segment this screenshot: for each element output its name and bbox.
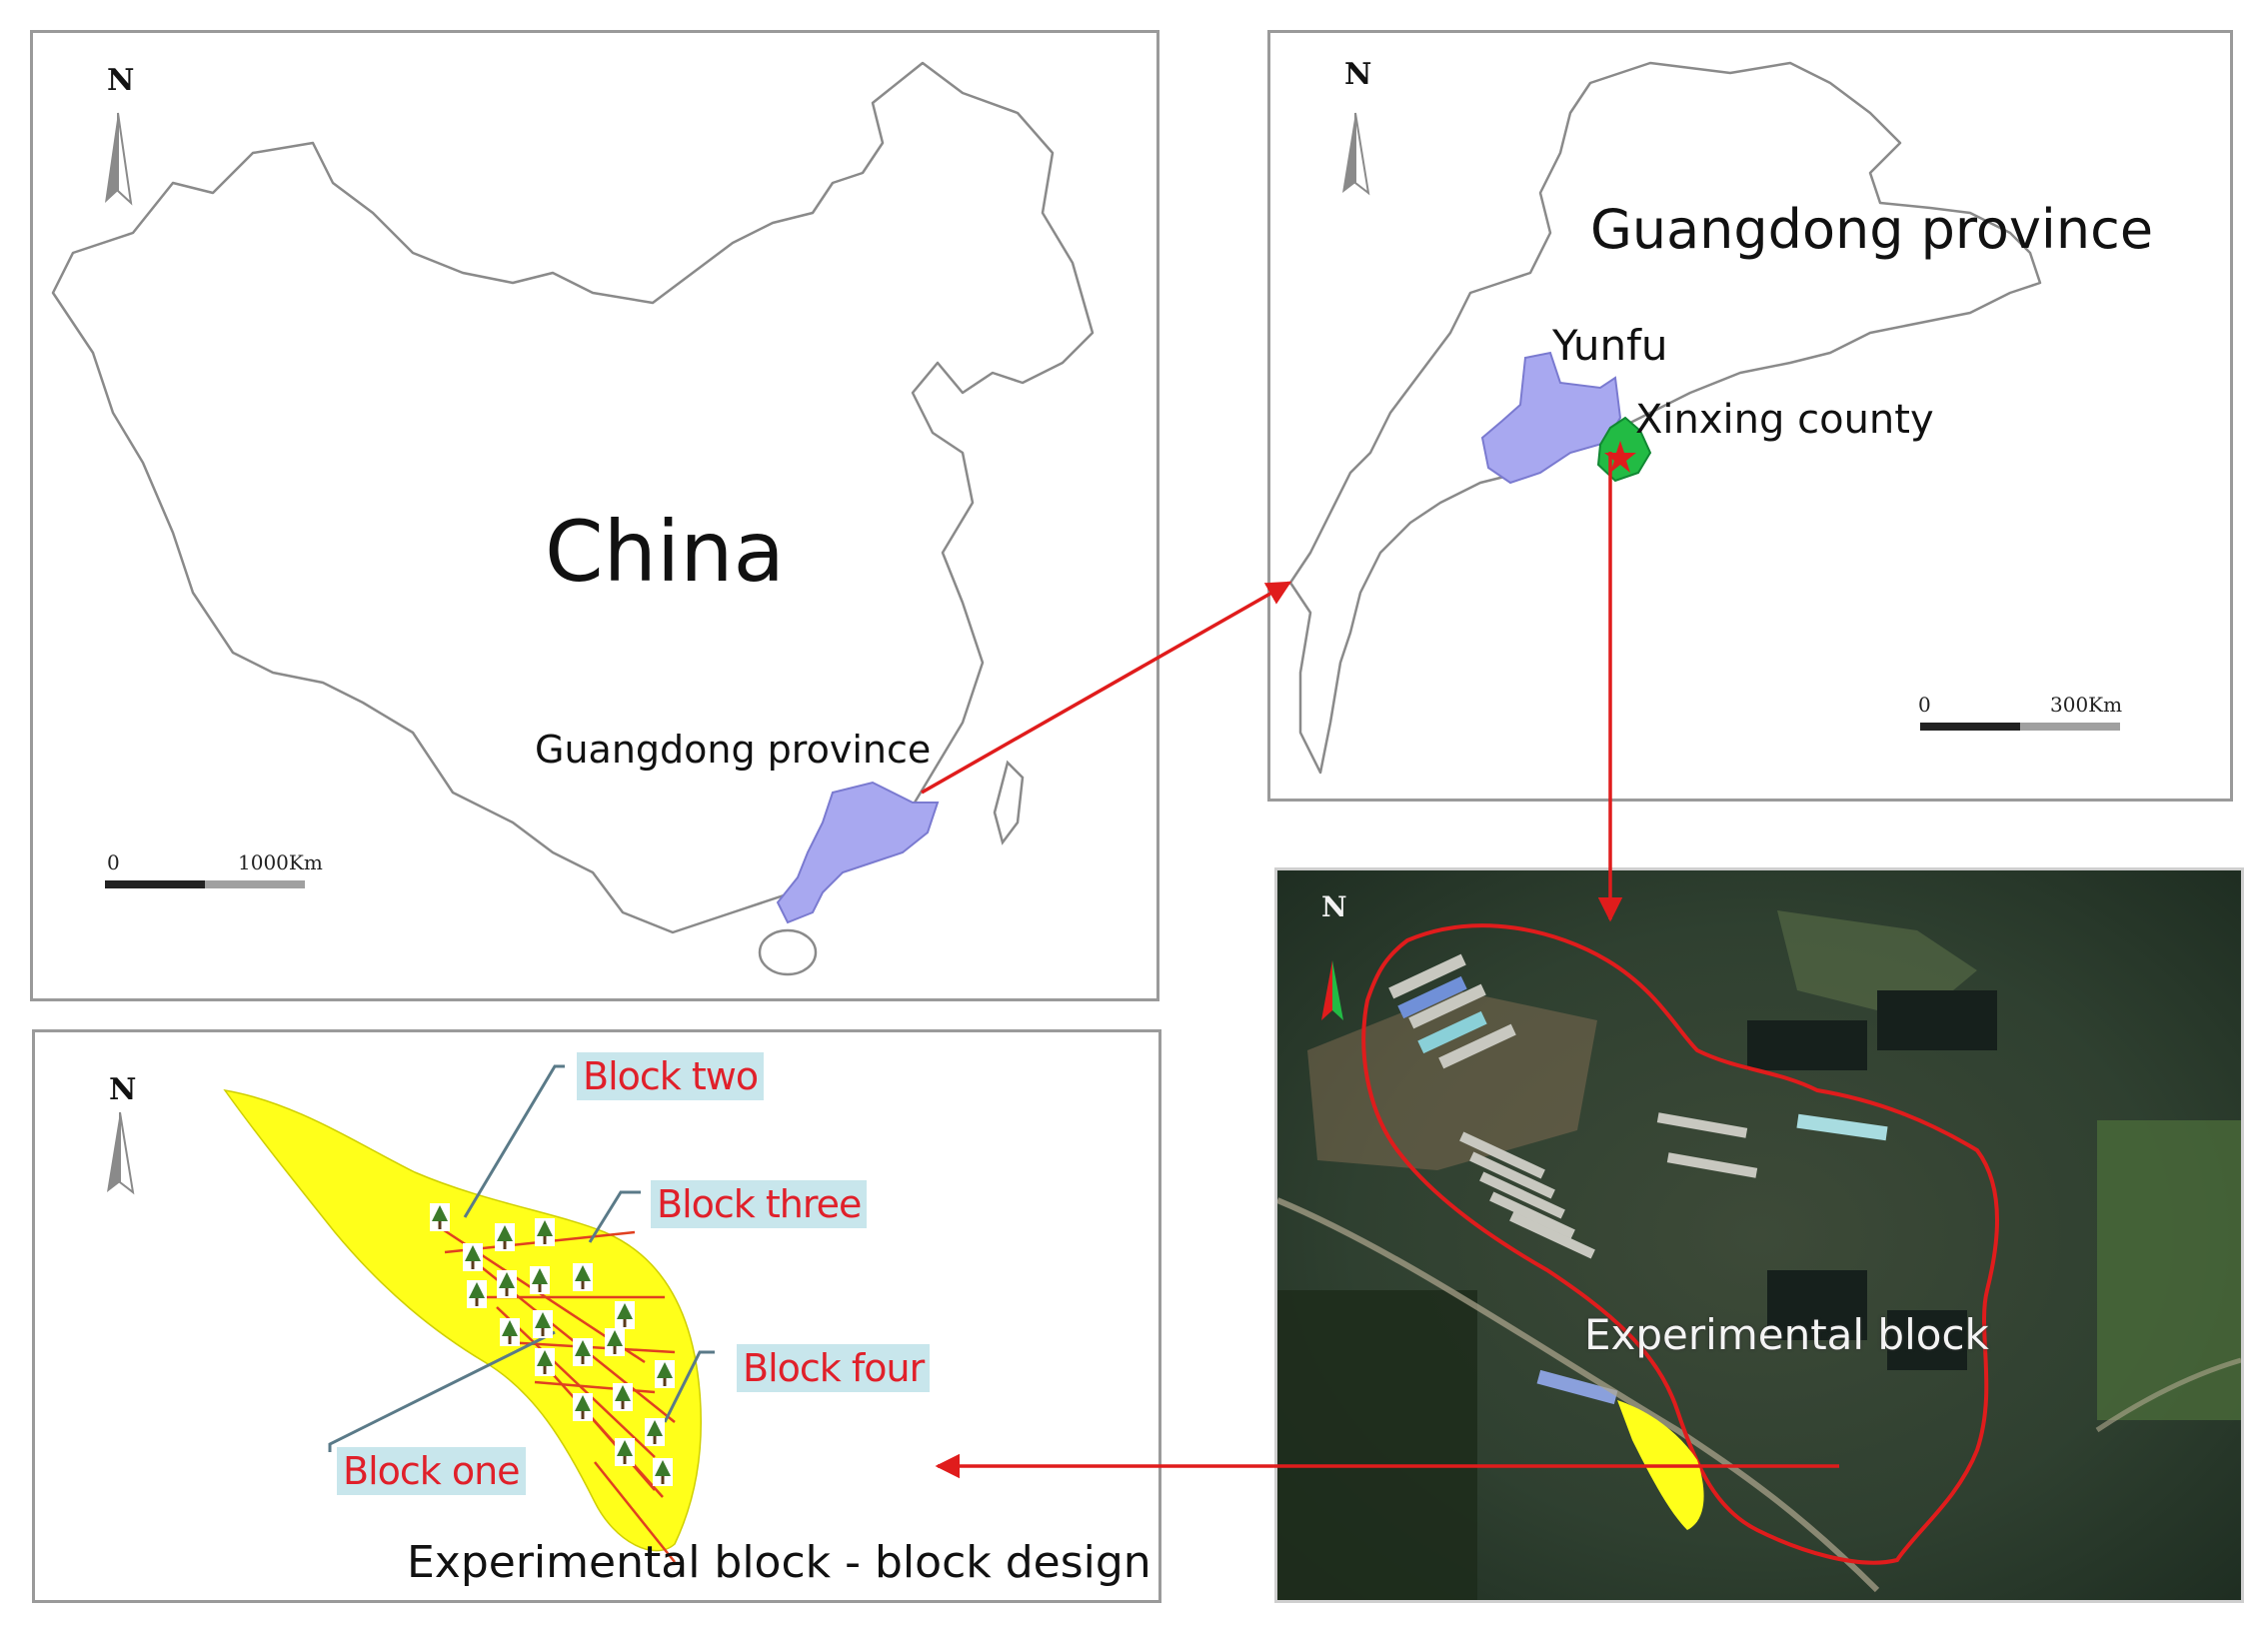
tree-icon [573, 1263, 593, 1291]
scale-start: 0 [1918, 693, 1931, 717]
scale-end: 300Km [2050, 693, 2123, 717]
yunfu-region [1480, 351, 1622, 485]
guangdong-title: Guangdong province [1590, 198, 2154, 261]
block-three-label: Block three [651, 1180, 868, 1228]
guangdong-highlight [776, 781, 940, 924]
label-leaders [328, 1064, 715, 1452]
block-design-caption: Experimental block - block design [407, 1537, 1151, 1588]
north-label: N [107, 63, 135, 98]
tree-icon [573, 1393, 593, 1421]
china-title: China [545, 503, 785, 601]
experimental-site-boundary [1361, 923, 1999, 1565]
north-arrow-icon [1321, 960, 1343, 1020]
tree-icon [463, 1243, 483, 1271]
tree-icon [533, 1310, 553, 1338]
guangdong-map-panel: N Guangdong province Yunfu Xinxing count… [1267, 30, 2233, 802]
block-design-shape [223, 1088, 703, 1552]
china-outline [51, 61, 1095, 934]
taiwan-island [993, 760, 1025, 845]
yunfu-label: Yunfu [1552, 321, 1668, 370]
china-map-canvas [51, 61, 1095, 976]
china-map-panel: N China Guangdong province 0 1000Km [30, 30, 1159, 1001]
hainan-island [758, 928, 818, 976]
tree-icon [535, 1348, 555, 1376]
north-label: N [1344, 57, 1372, 92]
guangdong-label: Guangdong province [535, 728, 932, 772]
north-label: N [1321, 890, 1347, 923]
tree-icon [497, 1270, 517, 1298]
scale-start: 0 [107, 850, 120, 874]
north-label: N [109, 1072, 137, 1107]
block-one-label: Block one [337, 1447, 526, 1495]
scale-bar-right [205, 880, 305, 888]
tree-icon [430, 1203, 450, 1231]
satellite-canvas [1277, 870, 2241, 1600]
tree-icon [573, 1338, 593, 1366]
location-star-icon [1604, 441, 1636, 473]
tree-icon [500, 1318, 520, 1346]
block-design-panel: N Block two Block three Block four Block… [32, 1029, 1161, 1603]
block-two-label: Block two [577, 1052, 765, 1100]
tree-icons [430, 1203, 675, 1486]
experimental-block-label: Experimental block [1584, 1310, 1989, 1359]
tree-icon [605, 1328, 625, 1356]
tree-icon [530, 1266, 550, 1294]
scale-end: 1000Km [238, 850, 323, 874]
tree-icon [645, 1418, 665, 1446]
north-arrow-icon [107, 1111, 135, 1195]
block-design-canvas [107, 1064, 715, 1563]
north-arrow-icon [105, 112, 133, 206]
xinxing-label: Xinxing county [1635, 397, 1934, 443]
tree-icon [495, 1223, 515, 1251]
block-four-label: Block four [737, 1344, 931, 1392]
scale-bar [105, 880, 205, 888]
guangdong-outline [1288, 61, 2042, 775]
scale-bar [1920, 723, 2020, 731]
tree-icon [535, 1218, 555, 1246]
satellite-image-panel: N Experimental block [1274, 867, 2244, 1603]
tree-icon [653, 1458, 673, 1486]
tree-icon [613, 1383, 633, 1411]
north-arrow-icon [1342, 112, 1370, 196]
scale-bar-right [2020, 723, 2120, 731]
tree-icon [655, 1360, 675, 1388]
tree-icon [467, 1280, 487, 1308]
tree-icon [615, 1301, 635, 1329]
tree-icon [615, 1438, 635, 1466]
